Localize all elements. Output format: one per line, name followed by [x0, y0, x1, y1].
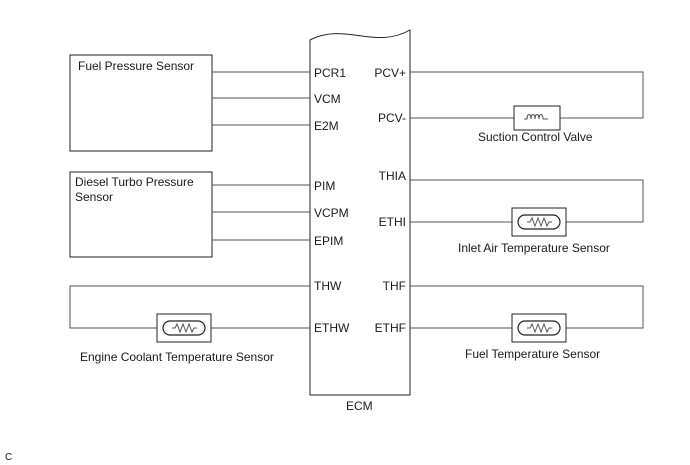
fuel-pressure-sensor-label: Fuel Pressure Sensor — [78, 59, 194, 73]
inlet-air-temp-sensor-label: Inlet Air Temperature Sensor — [458, 241, 610, 255]
wire-thw-loop — [69, 285, 310, 329]
ecm-box — [309, 29, 411, 396]
pin-pcv-plus: PCV+ — [374, 66, 406, 80]
pin-epim: EPIM — [314, 234, 343, 248]
fuel-temp-sensor-symbol — [511, 313, 567, 343]
diesel-turbo-pressure-sensor-box — [69, 171, 213, 258]
diesel-turbo-pressure-sensor-label-line2: Sensor — [75, 190, 113, 204]
pin-pim: PIM — [314, 179, 335, 193]
engine-coolant-temp-sensor-label: Engine Coolant Temperature Sensor — [80, 350, 274, 364]
pin-ethw: ETHW — [314, 321, 350, 335]
pin-thf: THF — [383, 279, 406, 293]
wire-thf-loop — [410, 285, 644, 329]
fuel-temp-sensor-label: Fuel Temperature Sensor — [465, 347, 600, 361]
pin-thia: THIA — [379, 169, 406, 183]
wire-pcv-plus-loop — [410, 71, 644, 119]
pin-pcr1: PCR1 — [314, 66, 346, 80]
pin-vcm: VCM — [314, 92, 341, 106]
figure-code: C — [5, 452, 12, 463]
pin-vcpm: VCPM — [314, 206, 349, 220]
pin-thw: THW — [314, 279, 342, 293]
pin-e2m: E2M — [314, 119, 339, 133]
pin-ethf: ETHF — [375, 321, 406, 335]
inlet-air-temp-sensor-symbol — [511, 207, 567, 237]
wire-thia-loop — [410, 179, 644, 223]
fuel-pressure-sensor-box — [69, 54, 213, 152]
suction-control-valve-label: Suction Control Valve — [478, 130, 593, 144]
engine-coolant-temp-sensor-symbol — [156, 313, 212, 343]
pin-pcv-minus: PCV- — [378, 111, 406, 125]
diesel-turbo-pressure-sensor-label-line1: Diesel Turbo Pressure — [75, 175, 194, 189]
ecm-label: ECM — [346, 399, 373, 413]
suction-control-valve-symbol — [513, 105, 561, 131]
pin-ethi: ETHI — [379, 215, 406, 229]
